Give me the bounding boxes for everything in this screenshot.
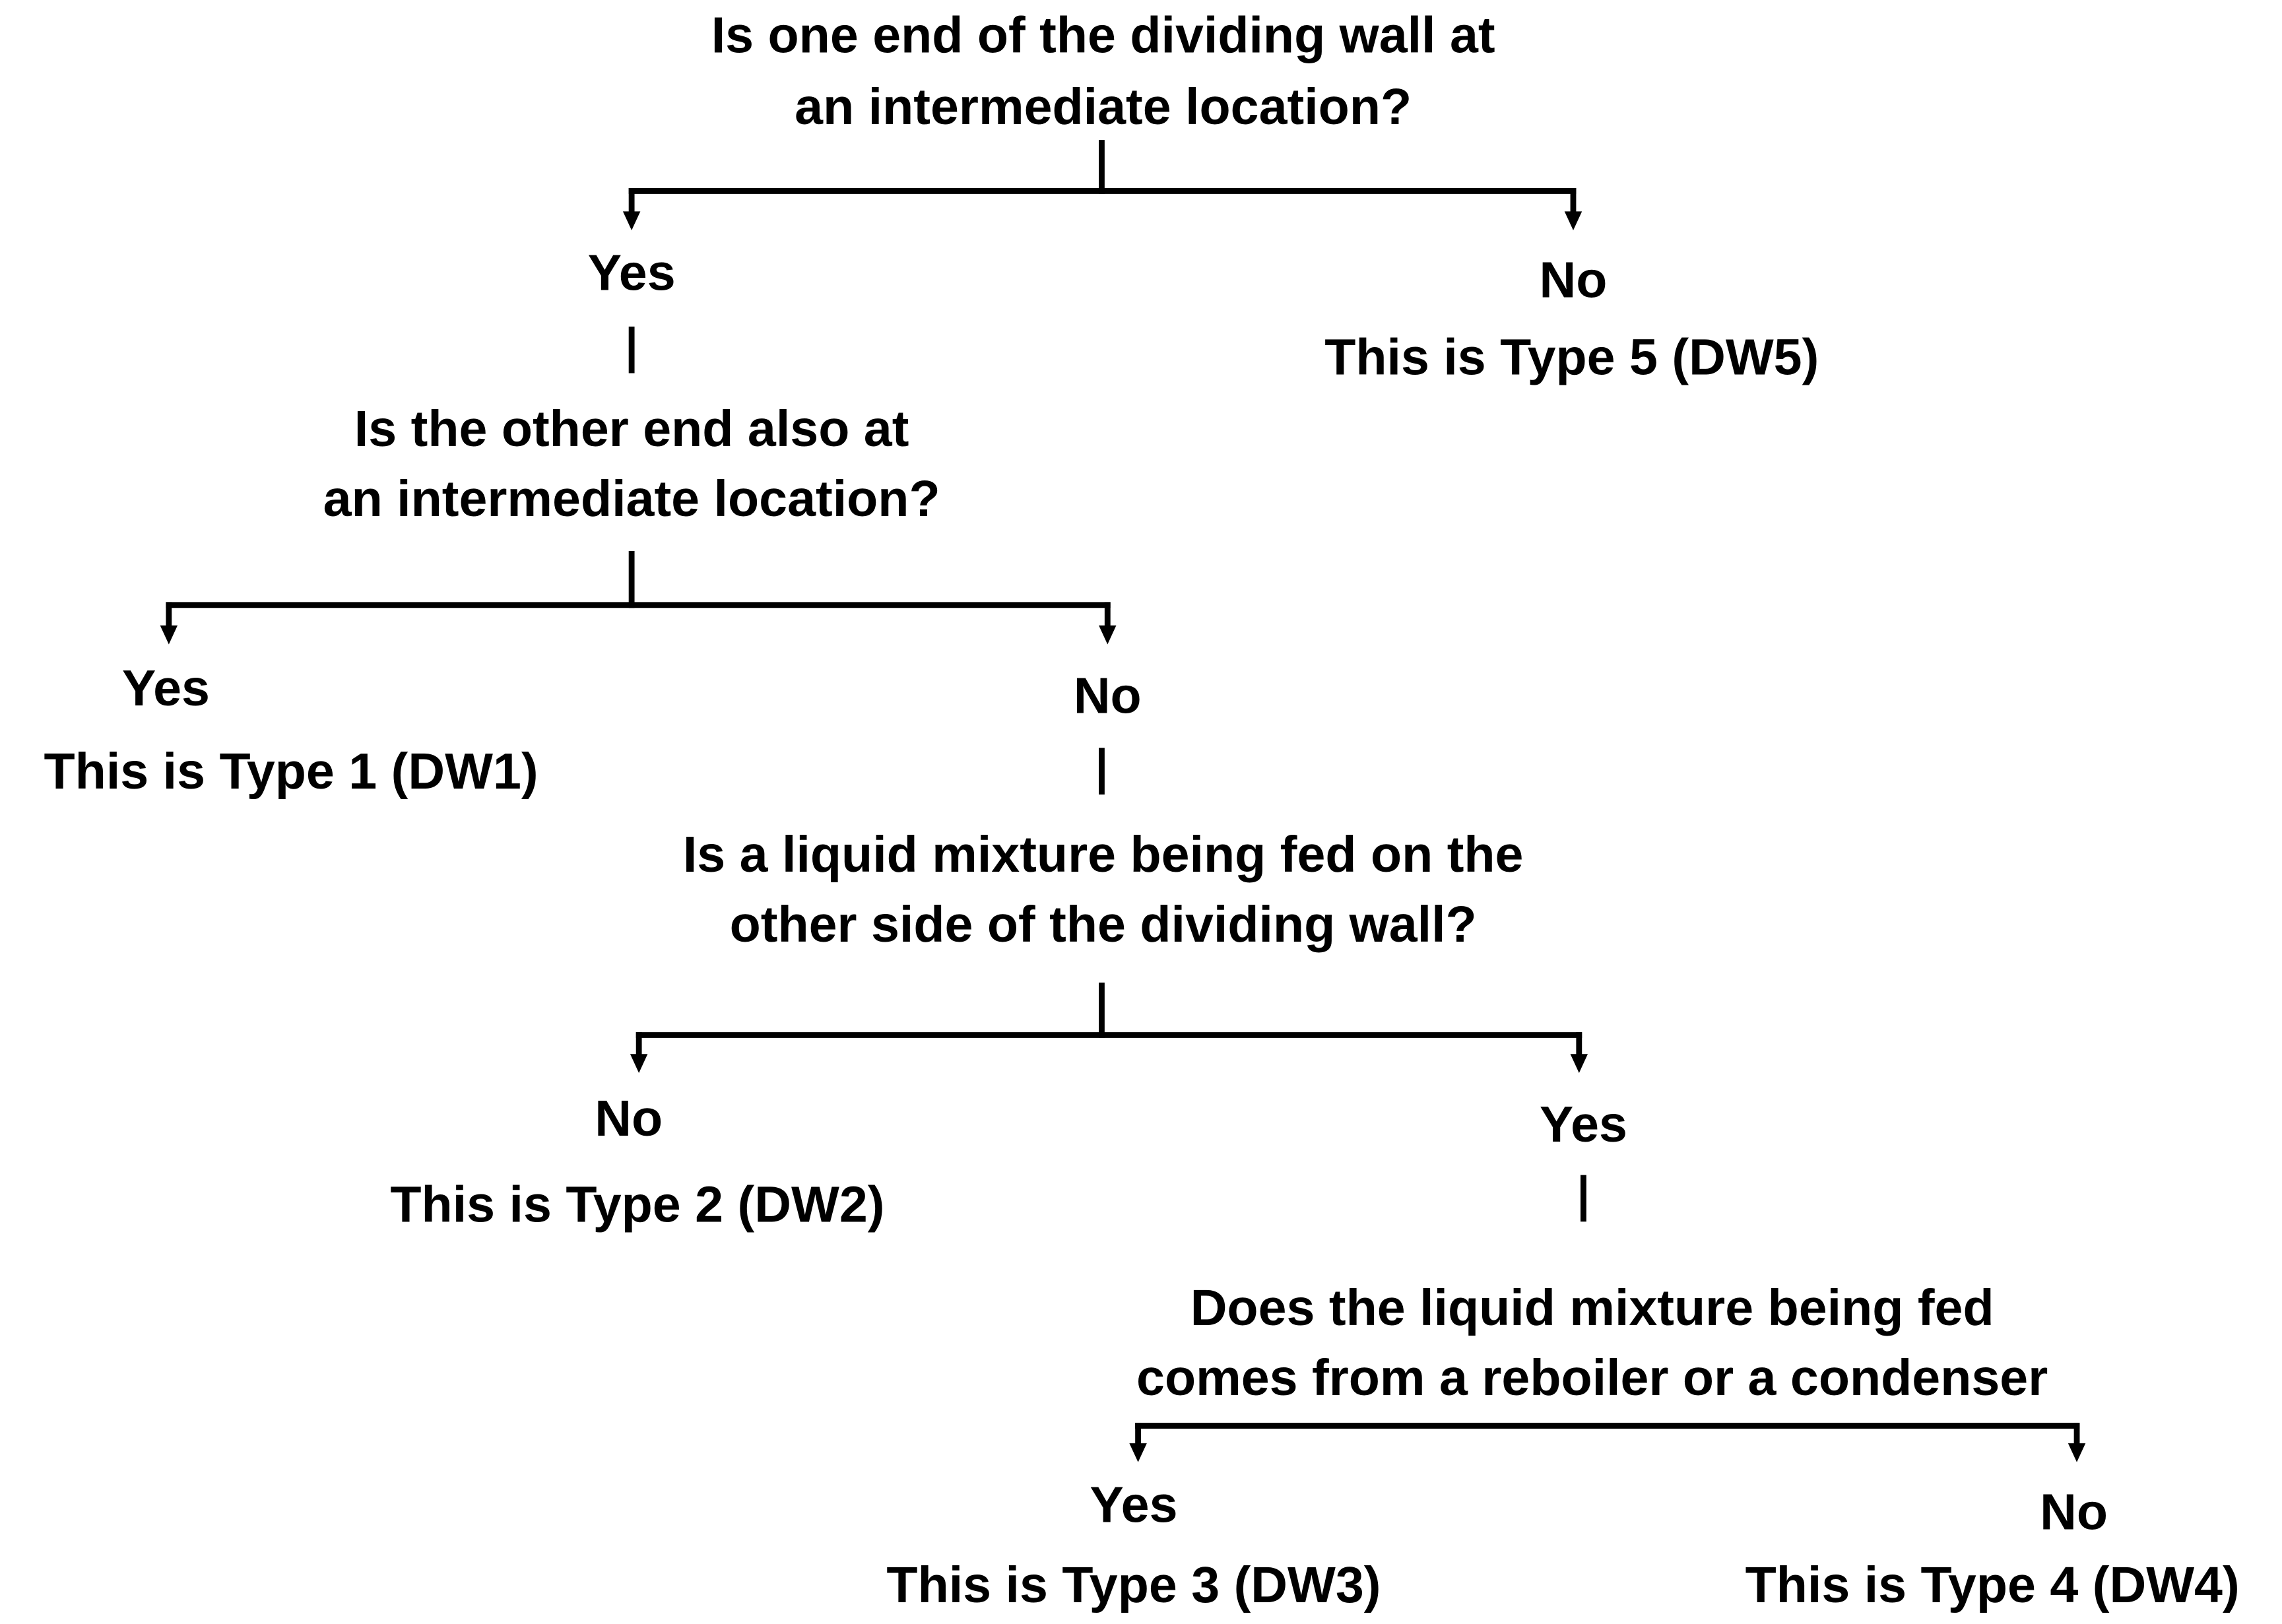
q3-yes-arrowhead	[1570, 1054, 1588, 1073]
question-2-line-2: an intermediate location?	[323, 471, 940, 527]
q2-no-label: No	[1074, 667, 1142, 724]
question-4-line-2: comes from a reboiler or a condenser	[1136, 1349, 2048, 1406]
q4-no-label: No	[2040, 1483, 2108, 1540]
q3-no-arrowhead	[630, 1054, 648, 1073]
question-1-line-2: an intermediate location?	[795, 79, 1412, 135]
question-4-line-1: Does the liquid mixture being fed	[1190, 1280, 1994, 1336]
q4-yes-arrowhead	[1129, 1443, 1147, 1462]
q3-yes-label: Yes	[1540, 1096, 1627, 1153]
q2-yes-arrowhead	[160, 625, 178, 645]
q1-no-label: No	[1540, 252, 1608, 309]
q3-no-label: No	[595, 1090, 663, 1147]
q1-yes-arrowhead	[622, 211, 641, 231]
q2-yes-label: Yes	[122, 660, 210, 717]
question-1-line-1: Is one end of the dividing wall at	[711, 7, 1495, 63]
question-3-line-2: other side of the dividing wall?	[730, 896, 1477, 953]
question-3-line-1: Is a liquid mixture being fed on the	[683, 826, 1524, 883]
q4-no-arrowhead	[2068, 1443, 2086, 1462]
outcome-dw2: This is Type 2 (DW2)	[390, 1176, 884, 1233]
q1-no-arrowhead	[1564, 211, 1582, 231]
outcome-dw3: This is Type 3 (DW3)	[886, 1557, 1381, 1613]
outcome-dw5: This is Type 5 (DW5)	[1324, 329, 1819, 386]
q2-no-arrowhead	[1099, 625, 1117, 645]
q4-yes-label: Yes	[1090, 1476, 1177, 1533]
q1-yes-label: Yes	[588, 245, 676, 302]
question-2-line-1: Is the other end also at	[354, 401, 909, 457]
outcome-dw1: This is Type 1 (DW1)	[44, 743, 538, 800]
outcome-dw4: This is Type 4 (DW4)	[1745, 1557, 2240, 1613]
